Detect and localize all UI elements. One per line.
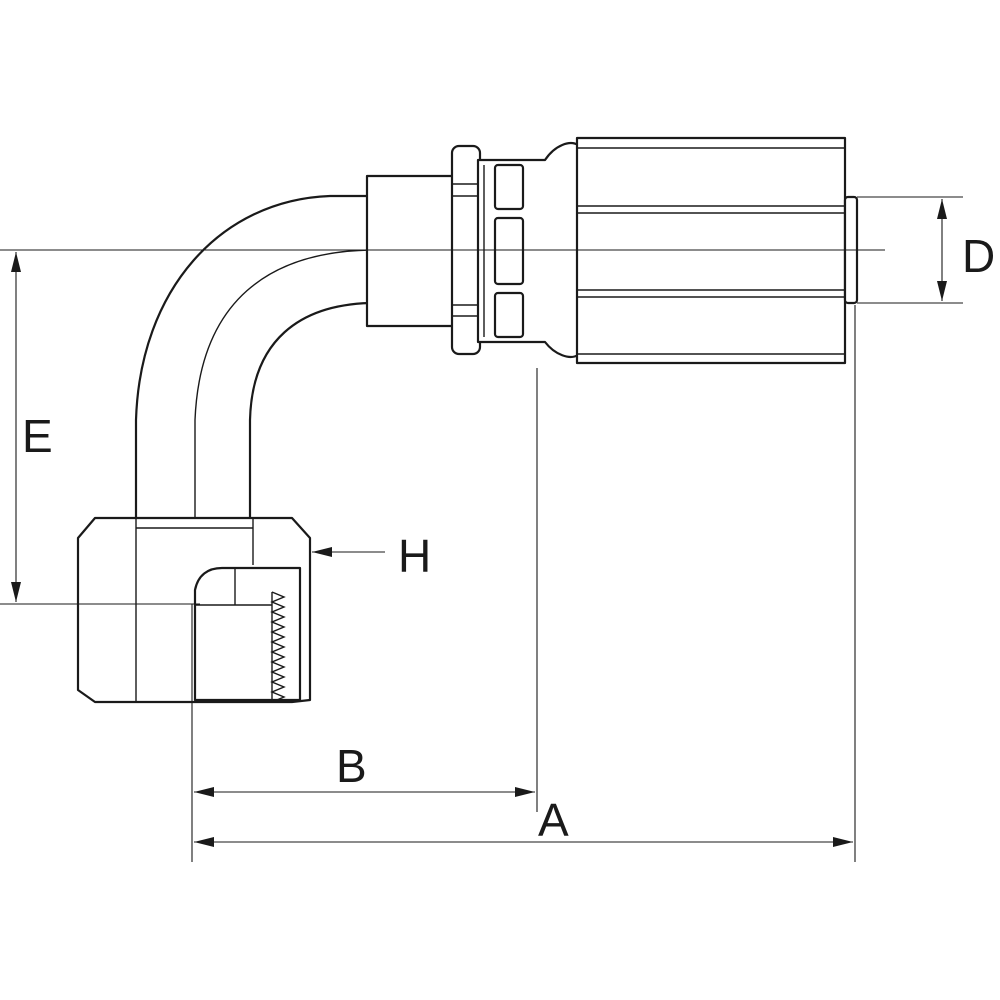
dimension-a-arrow-right [833,837,853,847]
dimension-a-label: A [538,794,569,846]
dimension-b-arrow-right [515,787,535,797]
elbow-tube-body [134,194,372,522]
nut-cutaway [193,566,302,702]
dimension-d-arrow-bottom [937,281,947,301]
dimension-e-label: E [22,410,53,462]
collar-sleeve [365,174,459,328]
dimension-d-arrow-top [937,199,947,219]
dimension-e-arrow-top [11,252,21,272]
elbow-tube [134,194,372,522]
ferrule-block [493,216,525,286]
dimension-b: B [194,740,535,797]
ferrule-block [493,291,525,339]
ferrule-block [493,163,525,211]
dimension-e-arrow-bottom [11,582,21,602]
nut-thread-profile [270,591,286,703]
dimension-h-label: H [398,530,431,582]
swivel-nut [76,516,312,704]
dimension-b-arrow-left [194,787,214,797]
elbow-bore-line [194,249,371,520]
dimension-h-arrow [312,547,332,557]
dimension-e: E [11,252,53,602]
dimension-h: H [312,530,431,582]
dimension-a-arrow-left [194,837,214,847]
dimension-b-label: B [336,740,367,792]
dimension-d-label: D [962,230,995,282]
dimension-a: A [194,794,853,847]
dimension-d: D [937,199,995,301]
